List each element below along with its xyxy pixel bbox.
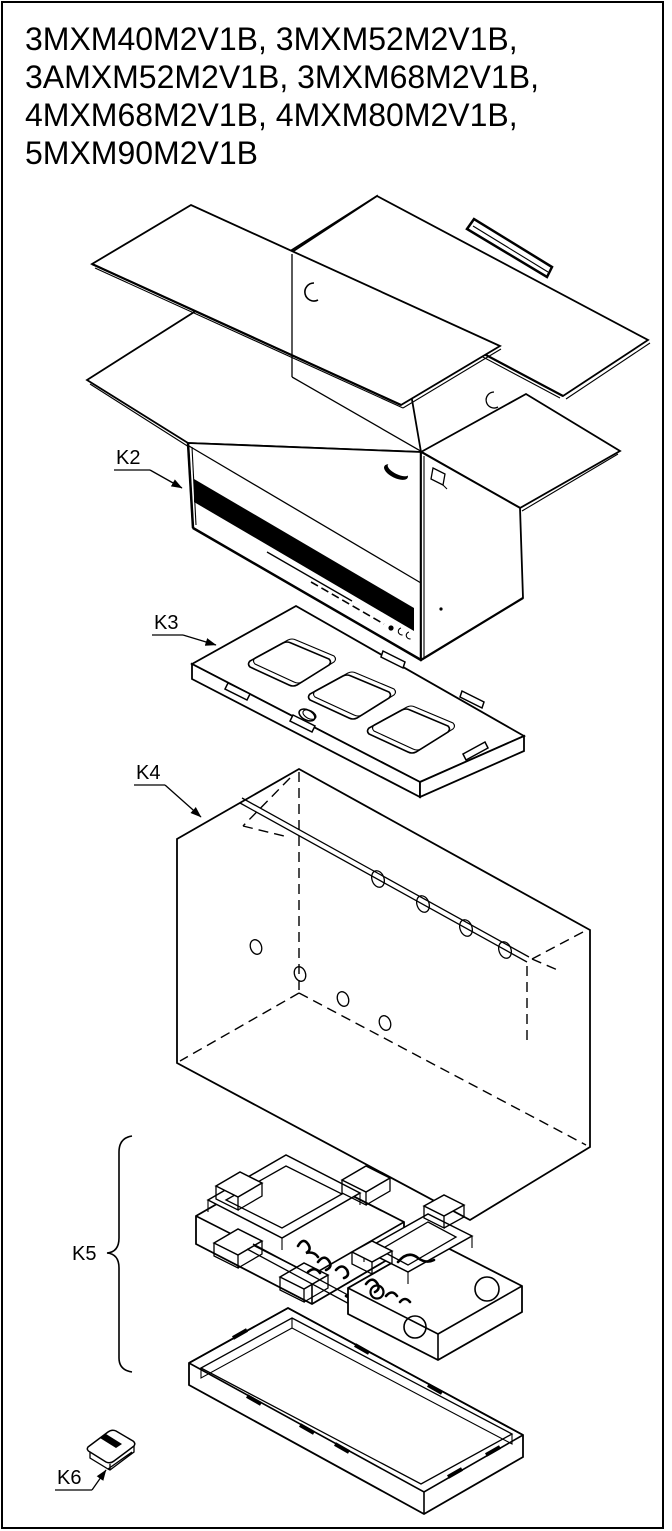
print-speck (439, 607, 443, 611)
flap-thickness-line (402, 348, 502, 409)
package-symbol-icon (430, 467, 448, 490)
flap-handhole-icon (485, 391, 499, 409)
callout-k4: K4 (134, 762, 202, 818)
callout-k6: K6 (55, 1467, 107, 1491)
callout-k2-label: K2 (116, 447, 140, 469)
bottom-tray-k5 (188, 1306, 524, 1516)
plastic-bag-k4 (176, 767, 591, 1222)
bag-ridge-line (239, 802, 528, 963)
panel-edge (192, 526, 422, 662)
carton-handle-cutout (465, 217, 554, 279)
bag-vent-holes-ridge (371, 870, 512, 959)
callout-leader-arrow (164, 784, 202, 818)
panel-edge (186, 442, 195, 529)
callout-k3: K3 (152, 612, 217, 646)
foam-block-towers (212, 1165, 392, 1304)
print-text-band (310, 581, 385, 625)
front-wall-top-edge (188, 445, 422, 584)
model-list-line-3: 4MXM68M2V1B, 4MXM80M2V1B, (25, 97, 518, 133)
foam-pad-right-face (419, 734, 525, 799)
callout-leader-arrow (182, 634, 217, 646)
foam-block-hole (474, 1276, 500, 1302)
rim-handhole (384, 463, 409, 480)
bag-fold-creases (242, 777, 584, 972)
foam-pad-cutouts (247, 638, 456, 754)
ce-mark-icon (405, 631, 411, 640)
callout-k5: K5 (72, 1135, 133, 1373)
bag-outline (176, 767, 591, 1222)
flap-thickness-line (94, 267, 404, 409)
callout-k4-label: K4 (136, 762, 160, 784)
bag-ridge-line (241, 797, 530, 958)
carton-box-k2 (85, 194, 651, 662)
foam-block-hole (403, 1315, 427, 1339)
flap-thickness-line (565, 342, 651, 400)
flap-thickness-line (89, 383, 190, 448)
bag-vent-holes-front (249, 939, 392, 1031)
callout-k6-label: K6 (57, 1467, 81, 1489)
model-list-line-4: 5MXM90M2V1B (25, 135, 258, 171)
flap-handhole-icon (304, 282, 319, 302)
accessory-pack-k6 (86, 1429, 136, 1471)
k5-group-brace (106, 1135, 133, 1373)
foam-bottom-block-left-k5 (195, 1154, 405, 1322)
foam-block-top-edge (347, 1287, 439, 1335)
callout-leader-arrow (149, 469, 183, 489)
handle-inner-line (472, 225, 549, 273)
foam-molded-channels (364, 1253, 436, 1304)
flap-thickness-line (521, 453, 619, 512)
callout-k3-label: K3 (154, 612, 178, 634)
model-list-line-2: 3AMXM52M2V1B, 3MXM68M2V1B, (25, 59, 539, 95)
bag-hidden-edge (179, 992, 300, 1062)
foam-block-top-edge (437, 1285, 523, 1335)
accessory-top (86, 1429, 136, 1464)
accessory-bottom-edges (89, 1446, 135, 1471)
panel-edge (420, 597, 524, 661)
callout-leader-arrow (91, 1469, 107, 1491)
foam-top-pad-k3 (190, 604, 526, 799)
foam-block-towers (350, 1194, 466, 1276)
callout-k2: K2 (114, 447, 183, 489)
model-number-title: 3MXM40M2V1B, 3MXM52M2V1B, 3AMXM52M2V1B, … (25, 20, 539, 172)
foam-bottom-block-right-k5 (347, 1194, 523, 1362)
flap-edge (91, 262, 402, 407)
ce-mark-icon (397, 627, 403, 636)
print-line (266, 551, 353, 602)
tray-inner-rim (199, 1317, 514, 1485)
foam-pad-oval-hole (298, 708, 317, 722)
cert-dot-icon (388, 625, 394, 631)
brand-stripe (194, 479, 414, 631)
callout-k5-label: K5 (72, 1243, 96, 1265)
foam-pad-notches (223, 649, 489, 762)
model-list-line-1: 3MXM40M2V1B, 3MXM52M2V1B, (25, 21, 518, 57)
tray-slots (232, 1328, 501, 1479)
bag-hidden-edge (298, 992, 587, 1146)
foam-block-rim (206, 1154, 362, 1250)
accessory-band (100, 1434, 122, 1448)
